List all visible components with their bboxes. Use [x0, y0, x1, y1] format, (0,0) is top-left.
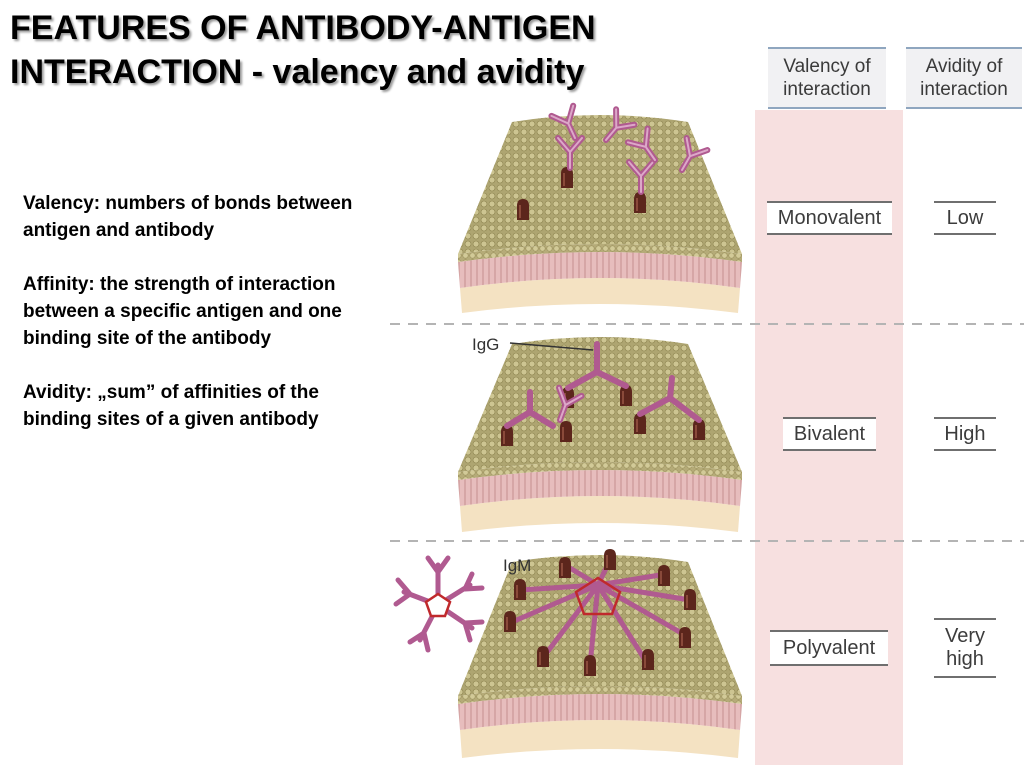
- cell-interior: [460, 496, 740, 532]
- antigen: [641, 648, 655, 671]
- panel-polyvalent: IgM: [393, 548, 742, 758]
- avidity-low: Low: [934, 201, 996, 235]
- antigen: [559, 420, 573, 443]
- igm-bound-arms: [509, 557, 693, 668]
- membrane-lipid-layer: [458, 694, 742, 730]
- header-avidity: Avidity of interaction: [906, 47, 1022, 109]
- membrane-surface: [458, 337, 742, 472]
- igm-pentamer-bound: [574, 576, 622, 616]
- avidity-high: High: [934, 417, 996, 451]
- antigen: [536, 645, 550, 668]
- igm-label: IgM: [503, 556, 531, 575]
- igm-pentamer: [424, 592, 452, 618]
- antigen: [603, 548, 617, 571]
- membrane-edge: [458, 244, 742, 262]
- igg-label: IgG: [472, 335, 499, 354]
- definition-affinity: Affinity: the strength of interaction be…: [23, 274, 342, 349]
- avidity-very-high: Very high: [934, 618, 996, 678]
- antigen: [583, 654, 597, 677]
- definition-valency: Valency: numbers of bonds between antige…: [23, 193, 353, 241]
- title-line-1: FEATURES OF ANTIBODY-ANTIGEN: [10, 9, 596, 47]
- antigen: [503, 610, 517, 633]
- antigen: [558, 556, 572, 579]
- membrane-surface: [458, 115, 742, 254]
- title-line-2: INTERACTION - valency and avidity: [10, 53, 585, 91]
- cell-interior: [460, 720, 740, 758]
- membrane-lipid-layer: [458, 470, 742, 506]
- antigen: [513, 578, 527, 601]
- membrane-lipid-layer: [458, 252, 742, 288]
- antigen: [516, 198, 530, 221]
- antibody-stem: [667, 375, 675, 401]
- antigen: [657, 564, 671, 587]
- definitions-text: Valency: numbers of bonds between antige…: [23, 190, 388, 460]
- panel-monovalent: [458, 106, 742, 313]
- slide-title: FEATURES OF ANTIBODY-ANTIGEN INTERACTION…: [10, 6, 710, 94]
- igg-pointer-line: [509, 342, 594, 351]
- definition-avidity: Avidity: „sum” of affinities of the bind…: [23, 382, 319, 430]
- membrane-edge: [458, 462, 742, 480]
- header-valency: Valency of interaction: [768, 47, 886, 109]
- valency-monovalent: Monovalent: [767, 201, 892, 235]
- antigen: [683, 588, 697, 611]
- antigen: [678, 626, 692, 649]
- valency-bivalent: Bivalent: [783, 417, 876, 451]
- membrane-edge: [458, 686, 742, 704]
- cell-interior: [460, 278, 740, 313]
- igm-free-molecule: [393, 555, 485, 653]
- panel-bivalent: IgG: [458, 335, 742, 532]
- valency-polyvalent: Polyvalent: [770, 630, 888, 666]
- antigen: [633, 191, 647, 214]
